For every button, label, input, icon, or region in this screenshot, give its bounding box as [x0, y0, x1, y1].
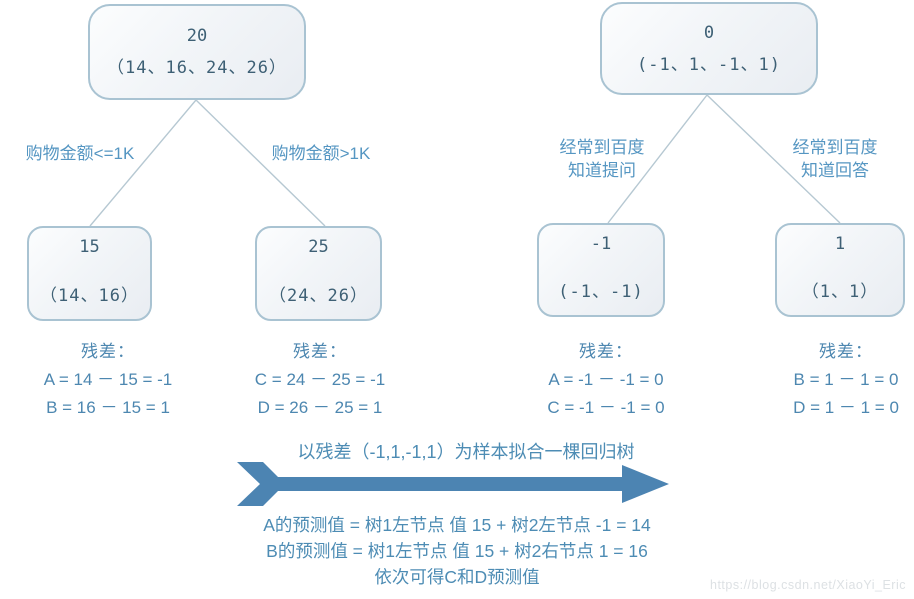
fit-arrow-caption: 以残差（-1,1,-1,1）为样本拟合一棵回归树: [297, 442, 635, 462]
residual-block-tree1-left: 残差： A = 14 － 15 = -1 B = 16 － 15 = 1: [13, 338, 203, 422]
tree2-right-branch-line1: 经常到百度: [792, 138, 878, 157]
conclusion-block: A的预测值 = 树1左节点 值 15 + 树2左节点 -1 = 14 B的预测值…: [207, 512, 707, 590]
residual-line: C = 24 － 25 = -1: [254, 370, 386, 389]
tree1-right-branch-label: 购物金额>1K: [271, 144, 371, 163]
tree2-root-value: 0: [703, 22, 715, 43]
arrow-shaft: [266, 477, 624, 491]
tree2-left-branch-line2: 知道提问: [568, 161, 636, 180]
tree1-root-samples: （14、16、24、26）: [107, 58, 287, 78]
conclusion-line-a: A的预测值 = 树1左节点 值 15 + 树2左节点 -1 = 14: [263, 515, 651, 535]
residual-block-tree2-left: 残差： A = -1 － -1 = 0 C = -1 － -1 = 0: [511, 338, 701, 422]
tree1-root-node: 20 （14、16、24、26）: [88, 4, 306, 100]
tree1-left-leaf-samples: （14、16）: [40, 286, 139, 306]
residual-line: D = 26 － 25 = 1: [257, 398, 383, 417]
tree1-right-leaf-samples: （24、26）: [269, 286, 368, 306]
tree1-left-leaf-value: 15: [79, 237, 100, 257]
residual-title: 残差：: [81, 342, 135, 361]
tree1-left-branch-label: 购物金额<=1K: [25, 144, 135, 163]
tree2-right-leaf-value: 1: [834, 234, 846, 254]
tree2-right-leaf-samples: （1、1）: [801, 282, 879, 302]
tree1-left-leaf-node: 15 （14、16）: [27, 226, 152, 321]
conclusion-line-b: B的预测值 = 树1左节点 值 15 + 树2右节点 1 = 16: [266, 541, 648, 561]
residual-line: A = 14 － 15 = -1: [43, 370, 173, 389]
tree2-root-node: 0 (-1、1、-1、1): [600, 2, 818, 95]
tree2-right-branch-line2: 知道回答: [801, 161, 869, 180]
residual-line: C = -1 － -1 = 0: [547, 398, 665, 417]
tree2-root-samples: (-1、1、-1、1): [637, 54, 781, 75]
residual-line: D = 1 － 1 = 0: [793, 398, 899, 417]
residual-line: B = 16 － 15 = 1: [46, 398, 170, 417]
tree2-right-branch-label: 经常到百度知道回答: [765, 136, 905, 182]
tree2-left-leaf-samples: (-1、-1): [558, 282, 644, 302]
tree2-left-branch-label: 经常到百度知道提问: [532, 136, 672, 182]
residual-block-tree2-right: 残差： B = 1 － 1 = 0 D = 1 － 1 = 0: [751, 338, 914, 422]
residual-title: 残差：: [579, 342, 633, 361]
tree2-right-leaf-node: 1 （1、1）: [775, 223, 905, 317]
residual-block-tree1-right: 残差： C = 24 － 25 = -1 D = 26 － 25 = 1: [225, 338, 415, 422]
residual-line: B = 1 － 1 = 0: [793, 370, 899, 389]
residual-line: A = -1 － -1 = 0: [548, 370, 664, 389]
residual-title: 残差：: [819, 342, 873, 361]
fit-arrow: [237, 462, 669, 506]
tree1-root-value: 20: [186, 26, 208, 46]
tree2-left-leaf-value: -1: [590, 234, 612, 254]
tree1-right-leaf-node: 25 （24、26）: [255, 226, 382, 321]
tree1-right-leaf-value: 25: [308, 237, 329, 257]
arrow-head-icon: [622, 465, 669, 503]
residual-title: 残差：: [293, 342, 347, 361]
conclusion-line-next: 依次可得C和D预测值: [374, 567, 540, 587]
tree2-left-leaf-node: -1 (-1、-1): [537, 223, 665, 317]
watermark: https://blog.csdn.net/XiaoYi_Eric: [710, 578, 906, 592]
tree2-left-branch-line1: 经常到百度: [559, 138, 645, 157]
arrow-tail-chevron-icon: [237, 462, 285, 506]
